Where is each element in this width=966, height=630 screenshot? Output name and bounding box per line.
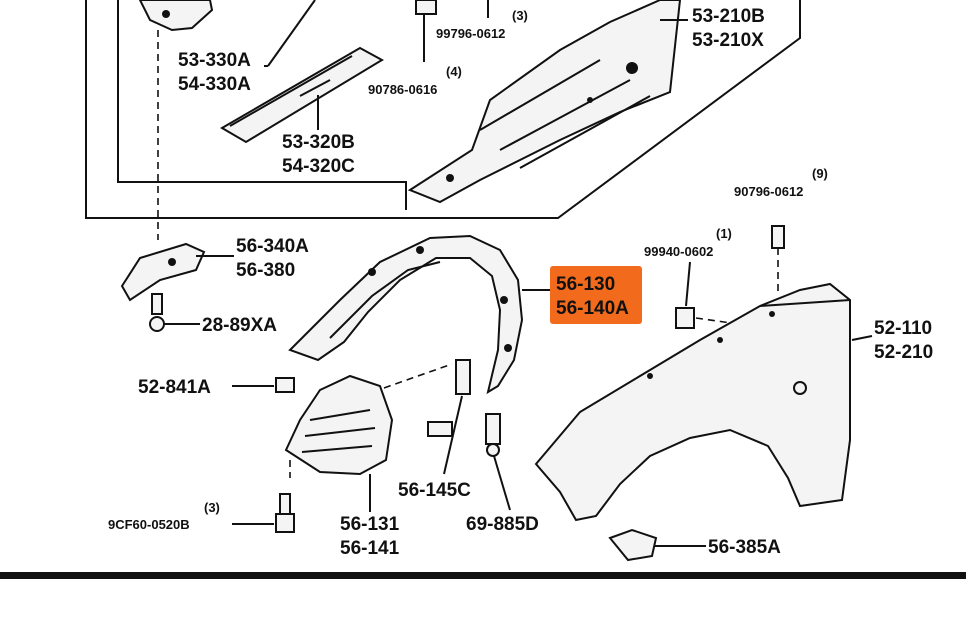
bracket-part-56-340A[interactable] bbox=[120, 242, 206, 302]
qty-90796: (9) bbox=[812, 166, 828, 181]
dash-leader-c bbox=[383, 363, 453, 389]
qty-99796: (3) bbox=[512, 8, 528, 23]
inset-frame-inner bbox=[117, 0, 407, 210]
qty-90786: (4) bbox=[446, 64, 462, 79]
label-56-380[interactable]: 56-380 bbox=[236, 260, 295, 281]
label-99940-0602[interactable]: 99940-0602 bbox=[644, 244, 713, 259]
leader-56-145C bbox=[443, 395, 463, 475]
leader-53-330A bbox=[267, 0, 316, 67]
leader-69-885D bbox=[493, 455, 511, 511]
qty-99940: (1) bbox=[716, 226, 732, 241]
label-56-145C[interactable]: 56-145C bbox=[398, 480, 471, 501]
highlight-box bbox=[550, 266, 642, 324]
cover-part-56-385A[interactable] bbox=[608, 528, 658, 562]
leader-99940 bbox=[685, 261, 691, 307]
clip-56-145C[interactable] bbox=[427, 359, 471, 437]
label-90796-0612[interactable]: 90796-0612 bbox=[734, 184, 803, 199]
label-9CF60-0520B[interactable]: 9CF60-0520B bbox=[108, 517, 190, 532]
label-53-320B[interactable]: 53-320B bbox=[282, 132, 355, 153]
bottom-rule bbox=[0, 572, 966, 579]
label-53-330A[interactable]: 53-330A bbox=[178, 50, 251, 71]
bolt-9CF60-0520B[interactable] bbox=[275, 493, 295, 533]
member-part-53-320B[interactable] bbox=[220, 46, 385, 144]
apron-panel-53-210B[interactable] bbox=[407, 0, 682, 204]
leader-52-110 bbox=[851, 335, 873, 341]
mudguard-part-56-130[interactable] bbox=[288, 234, 524, 395]
qty-9CF60: (3) bbox=[204, 500, 220, 515]
label-56-130[interactable]: 56-130 bbox=[556, 274, 615, 295]
clip-52-841A[interactable] bbox=[275, 377, 295, 393]
label-56-385A[interactable]: 56-385A bbox=[708, 537, 781, 558]
nut-99940-0602[interactable] bbox=[675, 307, 695, 329]
label-53-210X[interactable]: 53-210X bbox=[692, 30, 764, 51]
label-99796-0612[interactable]: 99796-0612 bbox=[436, 26, 505, 41]
label-52-110[interactable]: 52-110 bbox=[874, 318, 932, 339]
label-69-885D[interactable]: 69-885D bbox=[466, 514, 539, 535]
label-53-210B[interactable]: 53-210B bbox=[692, 6, 765, 27]
label-54-320C[interactable]: 54-320C bbox=[282, 156, 355, 177]
label-54-330A[interactable]: 54-330A bbox=[178, 74, 251, 95]
label-28-89XA[interactable]: 28-89XA bbox=[202, 315, 277, 336]
label-52-210[interactable]: 52-210 bbox=[874, 342, 933, 363]
bolt-28-89XA[interactable] bbox=[149, 293, 165, 332]
bolt-99796-0612[interactable] bbox=[415, 0, 437, 15]
clip-69-885D[interactable] bbox=[485, 413, 501, 457]
label-56-140A[interactable]: 56-140A bbox=[556, 298, 629, 319]
label-56-141[interactable]: 56-141 bbox=[340, 538, 400, 559]
label-90786-0616[interactable]: 90786-0616 bbox=[368, 82, 437, 97]
label-56-131[interactable]: 56-131 bbox=[340, 514, 400, 535]
bracket-part-53-330A[interactable] bbox=[138, 0, 214, 32]
bolt-90796-0612[interactable] bbox=[771, 225, 785, 249]
splash-guard-part-56-131[interactable] bbox=[284, 374, 394, 476]
label-56-340A[interactable]: 56-340A bbox=[236, 236, 309, 257]
fender-part-52-110[interactable] bbox=[534, 282, 851, 522]
inset-frame bbox=[85, 0, 801, 219]
label-52-841A[interactable]: 52-841A bbox=[138, 377, 211, 398]
